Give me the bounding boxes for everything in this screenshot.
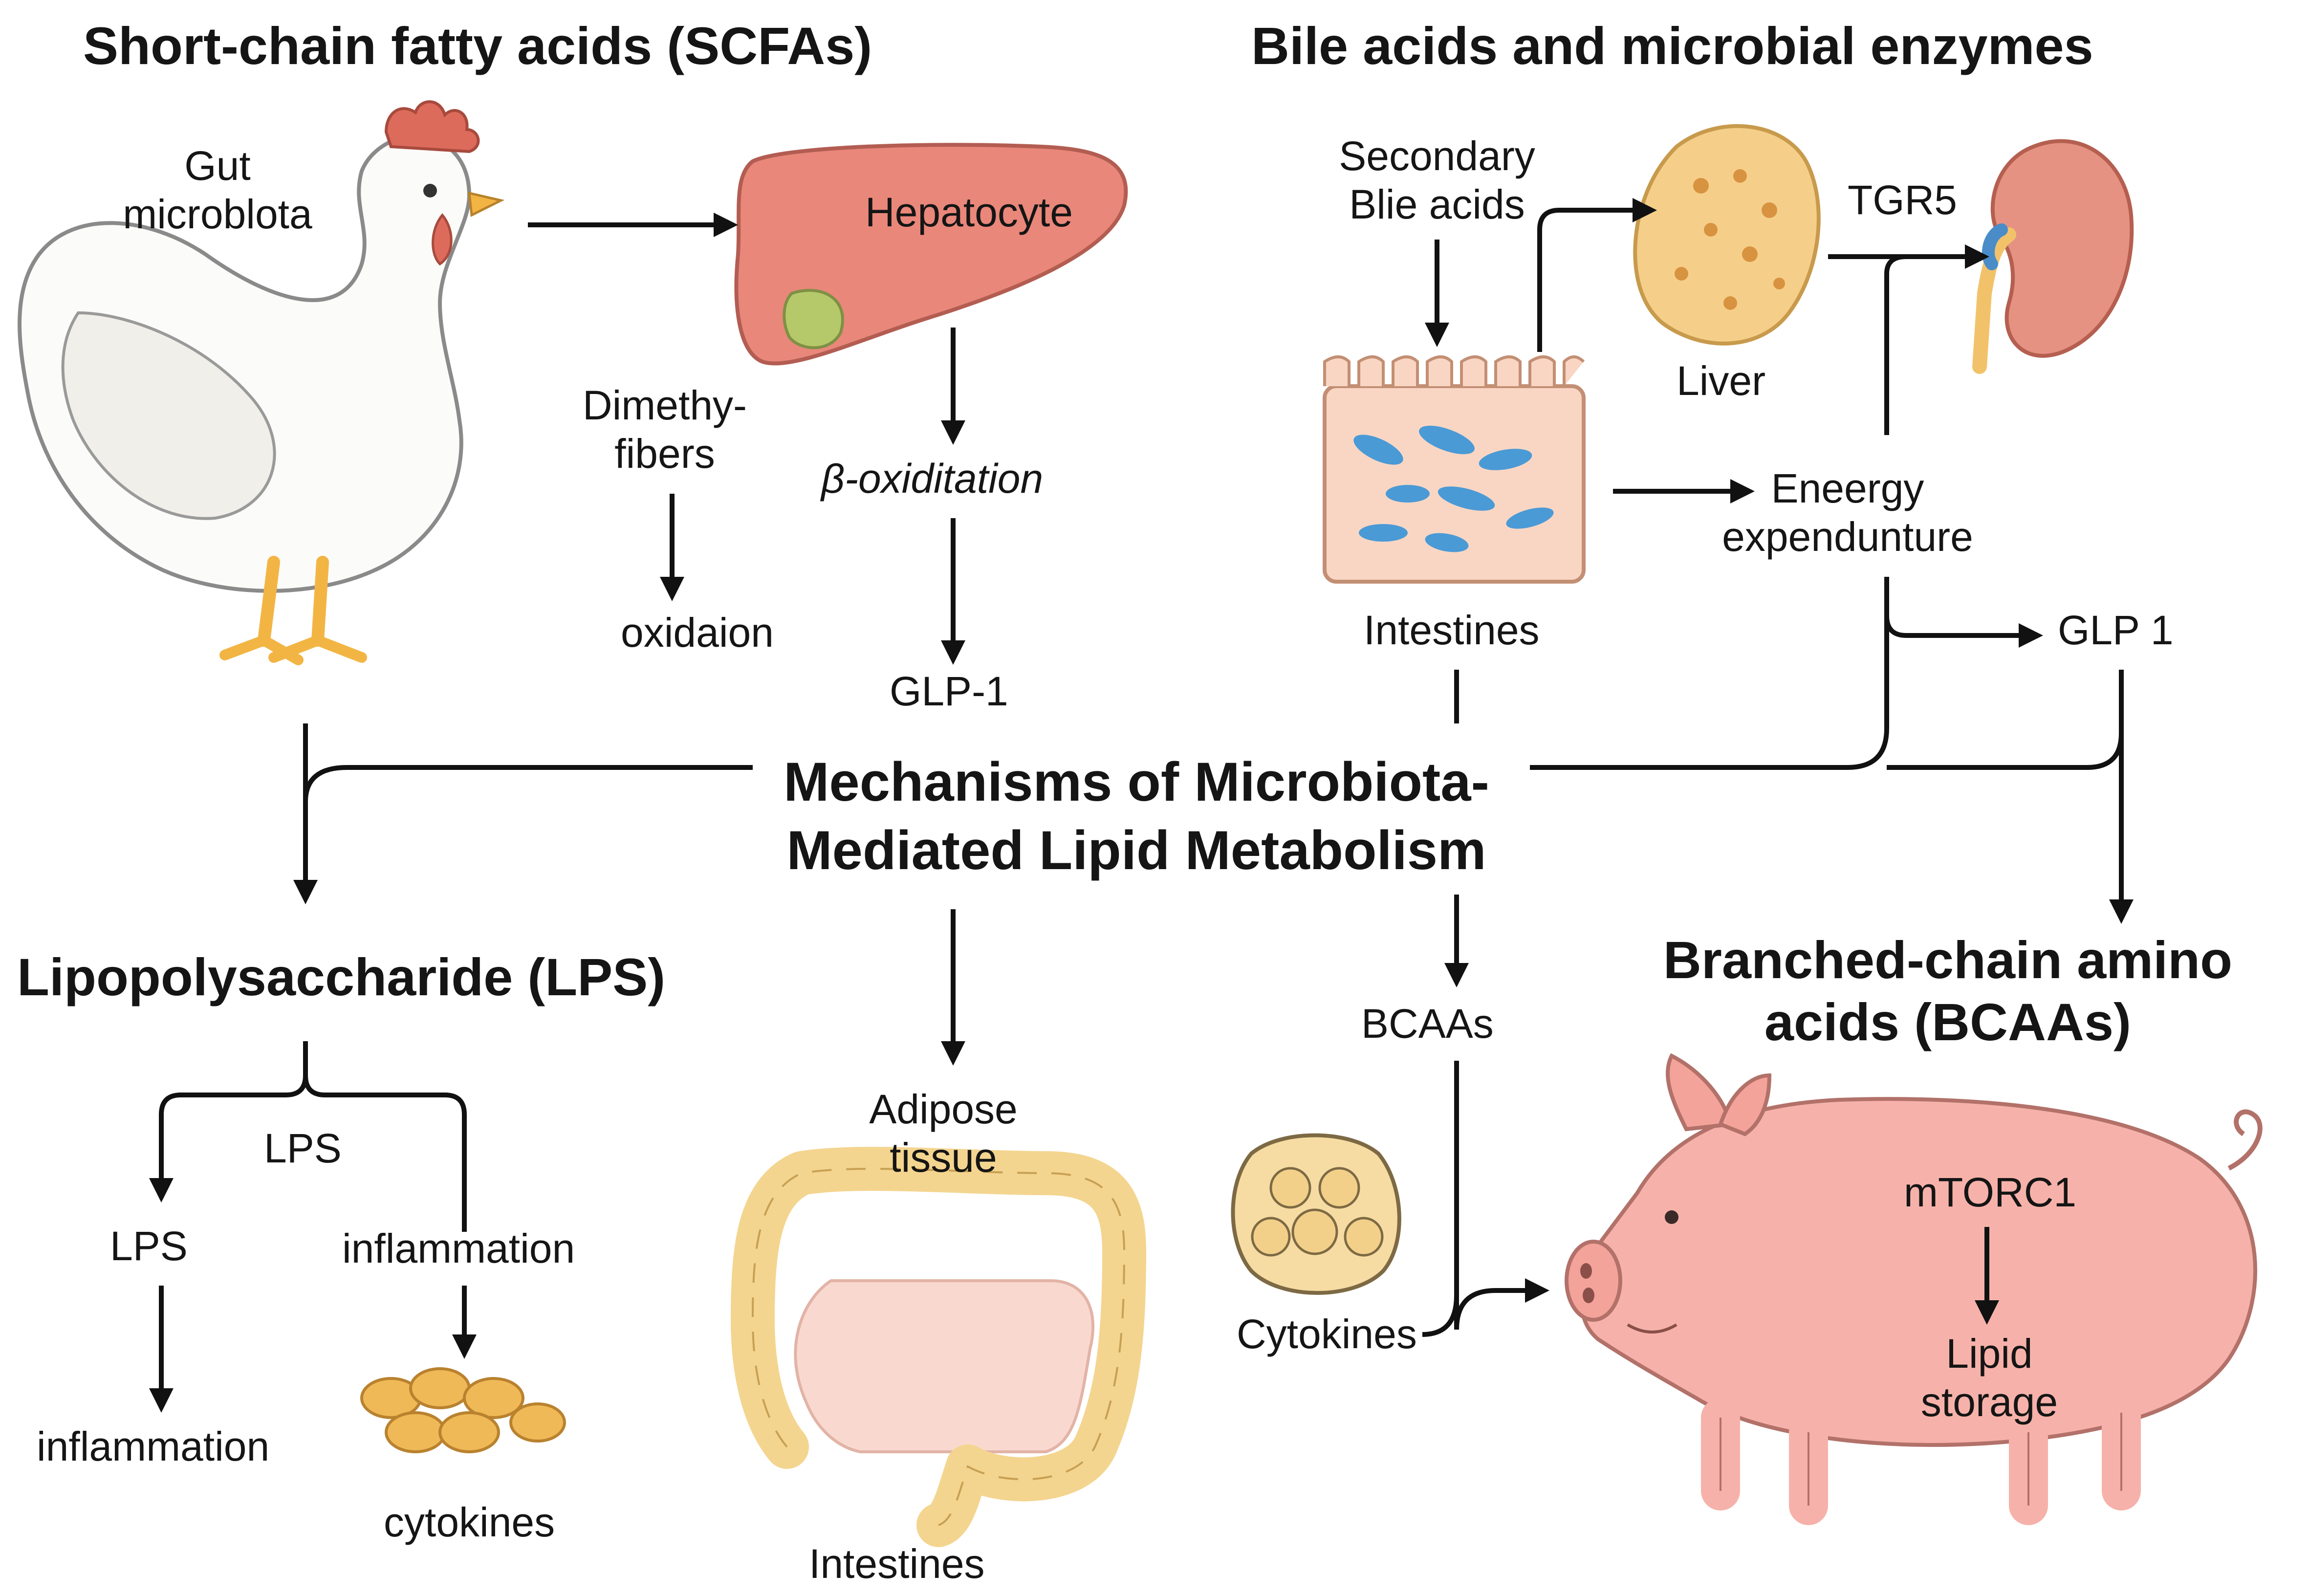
label-inflammation-right: inflammation — [342, 1225, 575, 1271]
arrow-intestine-to-liver — [1537, 198, 1657, 352]
center-title: Mechanisms of Microbiota- Mediated Lipid… — [784, 751, 1489, 881]
header-scfa: Short-chain fatty acids (SCFAs) — [83, 16, 872, 75]
label-dimethy-fibers: Dimethy- fibers — [582, 382, 747, 477]
connector-energy-to-tgr5 — [1884, 254, 1907, 435]
label-intestines-bottom: Intestines — [809, 1541, 985, 1587]
label-liver: Liver — [1677, 358, 1766, 404]
connector-lps-brace — [149, 1041, 308, 1202]
label-bcaas: BCAAs — [1361, 1001, 1494, 1047]
label-gut-microbiota: Gut microblota — [123, 143, 312, 238]
pig-illustration — [1565, 1053, 2263, 1525]
label-beta-oxidation: β-oxiditation — [821, 456, 1044, 502]
large-intestine-illustration — [731, 1147, 1146, 1547]
connector-glp1-to-bcaa-branch — [1887, 670, 2124, 770]
label-adipose-tissue: Adipose tissue — [869, 1086, 1018, 1181]
label-lps-branch: LPS — [264, 1125, 342, 1171]
label-intestines-top: Intestines — [1364, 607, 1540, 653]
chicken-illustration — [18, 100, 505, 665]
hepatocyte-liver-illustration — [734, 143, 1128, 366]
kidney-illustration — [1972, 139, 2134, 374]
connector-center-right — [1530, 577, 1889, 770]
header-bile-acids: Bile acids and microbial enzymes — [1251, 16, 2093, 75]
cytokine-particles-left — [360, 1367, 566, 1453]
label-glp1-right: GLP 1 — [2058, 607, 2174, 653]
label-glp1-left: GLP-1 — [890, 668, 1008, 714]
label-energy-expenditure: Eneergy expendunture — [1722, 465, 1973, 560]
label-secondary-bile-acids: Secondary Blie acids — [1339, 133, 1535, 228]
arrow-energy-to-glp1 — [1884, 577, 2043, 648]
label-mtorc1: mTORC1 — [1904, 1169, 2077, 1215]
connector-cytokines-mid — [1422, 1295, 1459, 1337]
connector-center-left — [303, 765, 753, 802]
label-lipid-storage: Lipid storage — [1920, 1331, 2058, 1425]
label-cytokines-mid: Cytokines — [1237, 1311, 1417, 1357]
intestinal-epithelium-illustration — [1323, 355, 1586, 584]
arrow-bcaas-to-pig — [1454, 1061, 1549, 1330]
label-lps-left: LPS — [110, 1223, 188, 1269]
liver-illustration — [1633, 124, 1821, 346]
label-tgr5: TGR5 — [1848, 177, 1958, 223]
label-oxidation: oxidaion — [621, 610, 774, 656]
label-cytokines-left: cytokines — [384, 1499, 555, 1545]
diagram-arrows — [149, 198, 2134, 1413]
header-bcaa: Branched-chain amino acids (BCAAs) — [1663, 930, 2233, 1052]
label-hepatocyte: Hepatocyte — [865, 189, 1073, 235]
label-inflammation-left: inflammation — [37, 1423, 270, 1469]
header-lps: Lipopolysaccharide (LPS) — [17, 947, 666, 1006]
adipose-cluster-illustration — [1231, 1133, 1401, 1295]
connector-lps-brace-right — [303, 1075, 467, 1232]
